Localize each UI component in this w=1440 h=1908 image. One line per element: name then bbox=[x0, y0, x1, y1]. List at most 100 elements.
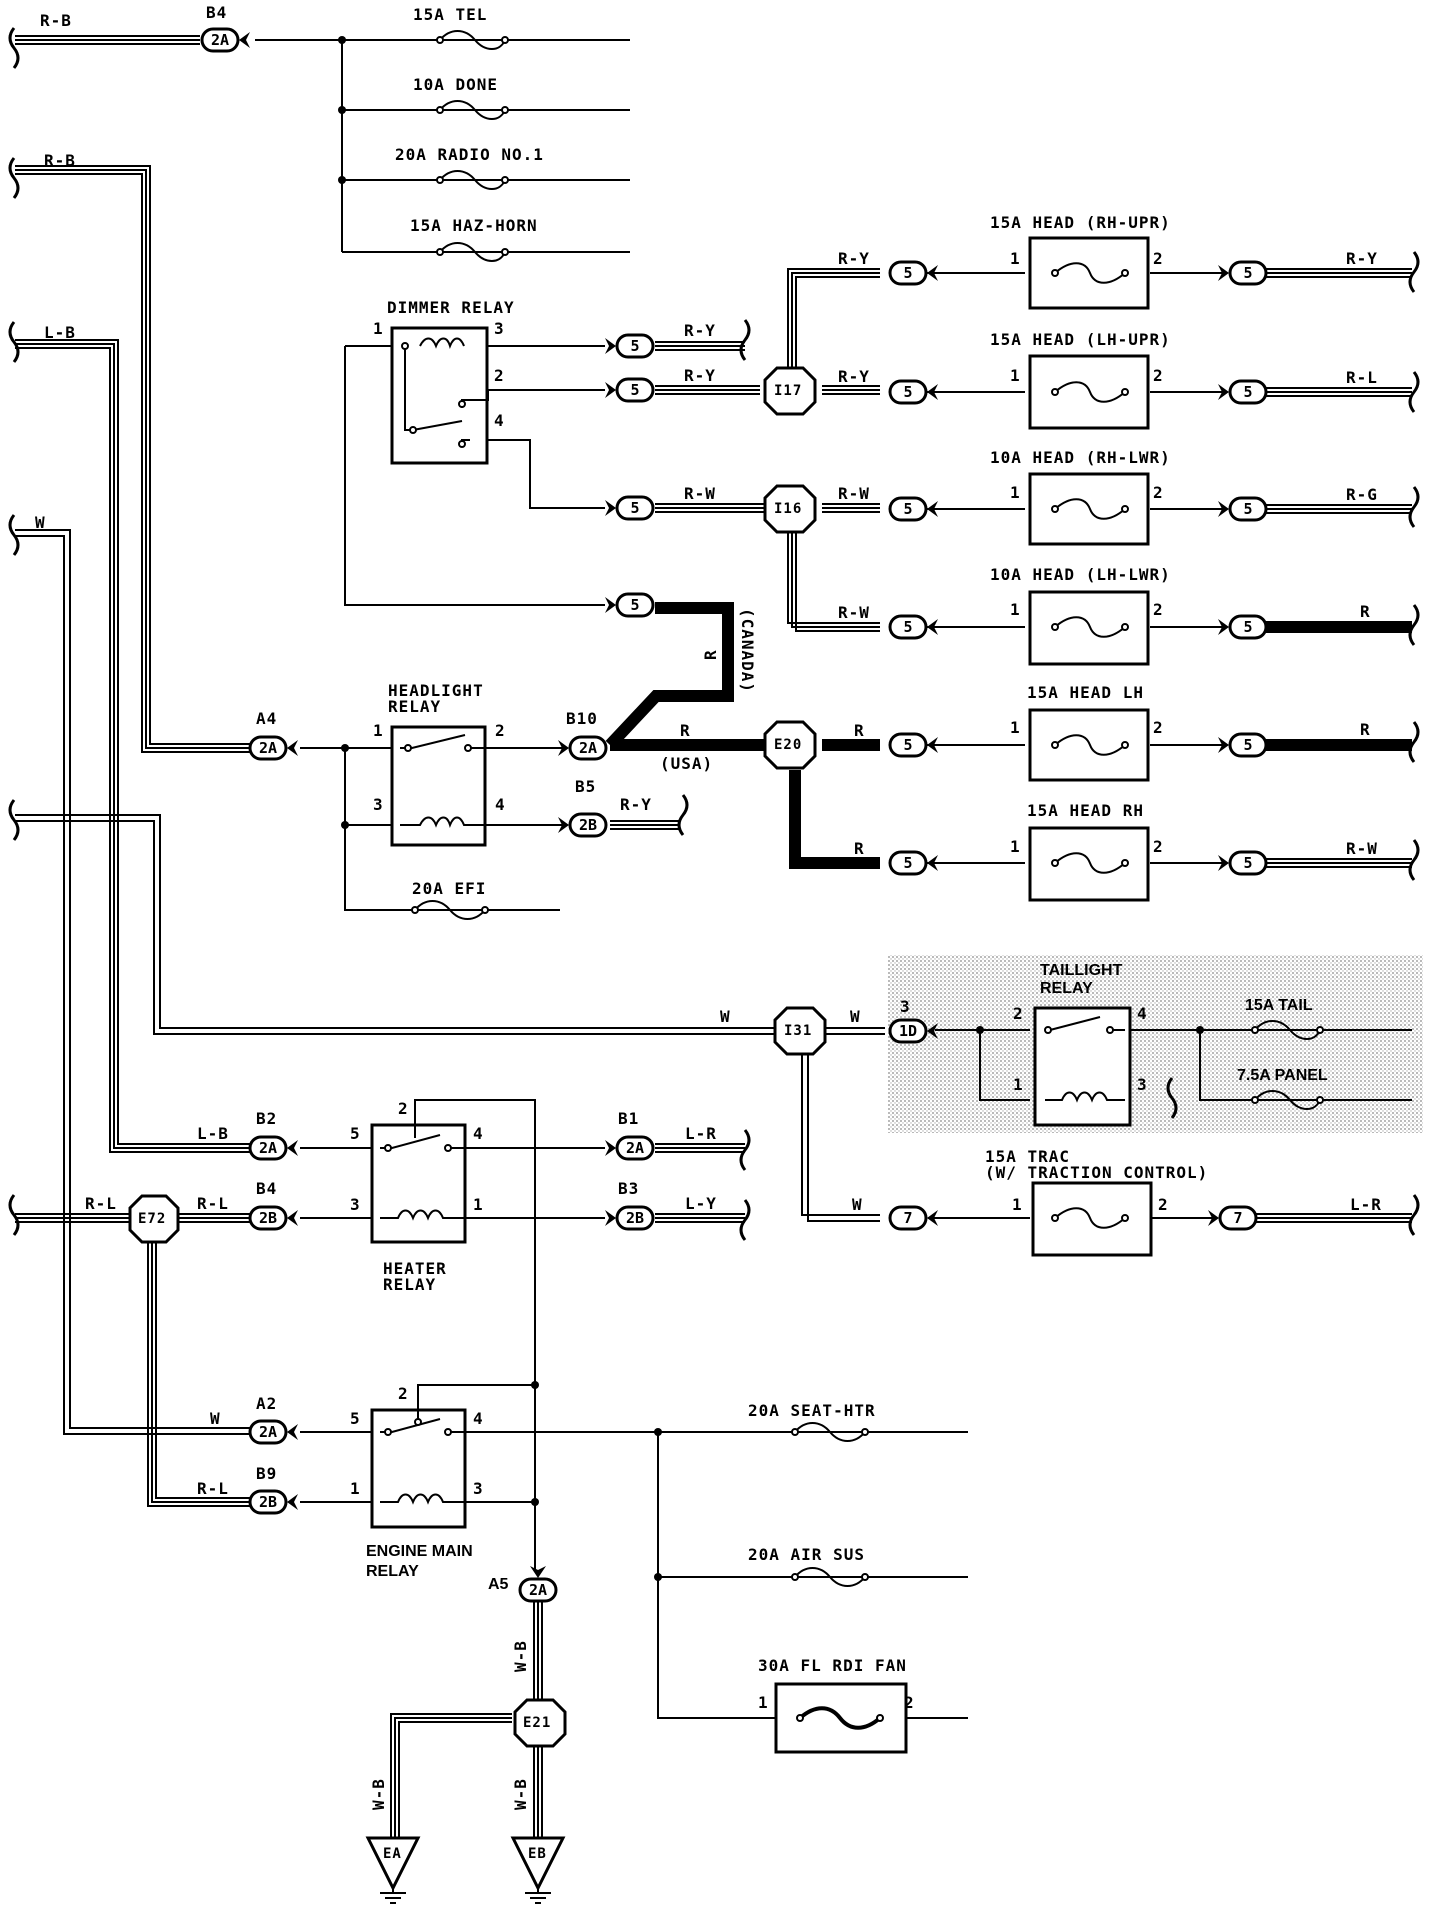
connector-2a: 2A bbox=[605, 1135, 655, 1161]
connector-code: 5 bbox=[903, 736, 912, 754]
connector-code: 2A bbox=[259, 739, 277, 757]
connector-code: 1D bbox=[899, 1022, 917, 1040]
connector-arrow bbox=[1218, 384, 1229, 400]
connector-5: 5 bbox=[888, 260, 938, 286]
connector-arrow bbox=[287, 1210, 298, 1226]
connector-code: 2B bbox=[259, 1493, 277, 1511]
harness-wires bbox=[15, 35, 1412, 1838]
connector-5: 5 bbox=[888, 732, 938, 758]
connector-arrow bbox=[287, 1140, 298, 1156]
connector-code: 5 bbox=[1243, 736, 1252, 754]
connector-code: 5 bbox=[903, 618, 912, 636]
connector-code: 5 bbox=[903, 854, 912, 872]
connector-arrow bbox=[605, 338, 616, 354]
connector-code: 5 bbox=[630, 381, 639, 399]
connector-code: 2A bbox=[626, 1139, 644, 1157]
connector-arrow bbox=[558, 740, 569, 756]
boxed-fuses bbox=[774, 236, 1153, 1754]
ground-symbols bbox=[365, 1836, 566, 1892]
connector-arrow bbox=[605, 1140, 616, 1156]
connector-code: 2B bbox=[626, 1209, 644, 1227]
connector-5: 5 bbox=[888, 850, 938, 876]
connector-arrow bbox=[1218, 265, 1229, 281]
connector-7: 7 bbox=[1208, 1205, 1258, 1231]
connector-arrow bbox=[927, 737, 938, 753]
connector-arrow bbox=[927, 384, 938, 400]
connector-arrow bbox=[530, 1566, 546, 1578]
wire-break-marks bbox=[8, 27, 1420, 1241]
connector-5: 5 bbox=[888, 379, 938, 405]
connector-code: 2A bbox=[259, 1423, 277, 1441]
connector-2b: 2B bbox=[558, 812, 608, 838]
connector-arrow bbox=[927, 501, 938, 517]
connector-code: 5 bbox=[630, 499, 639, 517]
connector-2a: 2A bbox=[248, 1135, 298, 1161]
connector-arrow bbox=[1208, 1210, 1219, 1226]
connector-2b: 2B bbox=[248, 1205, 298, 1231]
connector-arrow bbox=[927, 1023, 938, 1039]
connector-arrow bbox=[605, 382, 616, 398]
connector-arrow bbox=[605, 500, 616, 516]
connector-code: 7 bbox=[1233, 1209, 1242, 1227]
connector-7: 7 bbox=[888, 1205, 938, 1231]
connector-arrow bbox=[1218, 855, 1229, 871]
connector-ovals: 2A 5 5 5 5 5 5 5 5 5 5 5 5 5 5 5 5 2A 2A 2B 1D 7 7 2A 2B 2A 2B 2A 2B… bbox=[200, 27, 1268, 1603]
connector-5: 5 bbox=[605, 592, 655, 618]
connector-code: 5 bbox=[1243, 264, 1252, 282]
connector-arrow bbox=[558, 817, 569, 833]
connector-2a: 2A bbox=[248, 735, 298, 761]
connector-code: 7 bbox=[903, 1209, 912, 1227]
connector-code: 2A bbox=[579, 739, 597, 757]
connector-arrow bbox=[1218, 737, 1229, 753]
connector-code: 5 bbox=[903, 264, 912, 282]
connector-code: 5 bbox=[903, 383, 912, 401]
connector-5: 5 bbox=[1218, 850, 1268, 876]
relay-internals bbox=[380, 337, 1125, 1505]
connector-5: 5 bbox=[1218, 614, 1268, 640]
connector-code: 5 bbox=[1243, 618, 1252, 636]
connector-arrow bbox=[605, 1210, 616, 1226]
connector-5: 5 bbox=[1218, 732, 1268, 758]
connector-arrow bbox=[605, 597, 616, 613]
connector-code: 2B bbox=[579, 816, 597, 834]
connector-code: 2A bbox=[259, 1139, 277, 1157]
taillight-shaded-area bbox=[888, 955, 1423, 1133]
connector-code: 2A bbox=[211, 31, 229, 49]
connector-5: 5 bbox=[605, 377, 655, 403]
thin-wires bbox=[255, 39, 1412, 1719]
connector-2a: 2A bbox=[248, 1419, 298, 1445]
connector-5: 5 bbox=[888, 496, 938, 522]
connector-2a: 2A bbox=[518, 1566, 558, 1603]
connector-5: 5 bbox=[888, 614, 938, 640]
connector-2a: 2A bbox=[558, 735, 608, 761]
connector-arrow bbox=[927, 855, 938, 871]
connector-2a: 2A bbox=[200, 27, 250, 53]
connector-code: 5 bbox=[1243, 500, 1252, 518]
connector-arrow bbox=[1218, 619, 1229, 635]
connector-arrow bbox=[287, 740, 298, 756]
relay-contacts bbox=[384, 342, 1114, 1436]
connector-arrow bbox=[927, 265, 938, 281]
connector-2b: 2B bbox=[605, 1205, 655, 1231]
connector-code: 5 bbox=[1243, 854, 1252, 872]
connector-5: 5 bbox=[605, 333, 655, 359]
connector-arrow bbox=[1218, 501, 1229, 517]
connector-1d: 1D bbox=[888, 1018, 938, 1044]
junction-octagons bbox=[128, 366, 827, 1748]
connector-5: 5 bbox=[605, 495, 655, 521]
connector-arrow bbox=[287, 1424, 298, 1440]
ground-bars bbox=[380, 1888, 551, 1904]
connector-arrow bbox=[927, 1210, 938, 1226]
connector-5: 5 bbox=[1218, 496, 1268, 522]
junction-dots bbox=[338, 36, 1204, 1581]
connector-code: 5 bbox=[630, 596, 639, 614]
fuse-symbols bbox=[414, 30, 1321, 1587]
thick-r-wires bbox=[605, 602, 1412, 869]
connector-code: 5 bbox=[630, 337, 639, 355]
fuse-ends bbox=[411, 36, 1324, 1581]
connector-5: 5 bbox=[1218, 379, 1268, 405]
connector-code: 5 bbox=[903, 500, 912, 518]
connector-5: 5 bbox=[1218, 260, 1268, 286]
connector-arrow bbox=[287, 1494, 298, 1510]
